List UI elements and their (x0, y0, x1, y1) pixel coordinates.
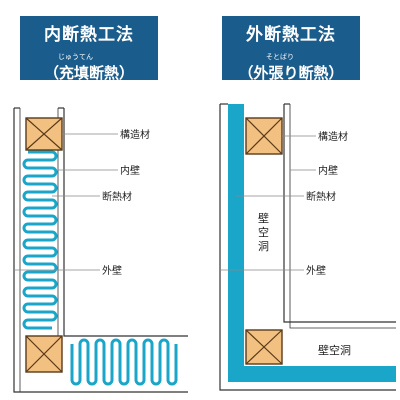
right-outer-wall-line (219, 104, 396, 391)
right-title: 外断熱工法 (246, 25, 336, 45)
left-label-inner-wall: 内壁 (120, 164, 140, 177)
right-title-box: 外断熱工法 そとばり （外張り断熱） (222, 16, 360, 82)
right-leaders (220, 135, 316, 271)
left-label-outer-wall: 外壁 (102, 264, 122, 277)
left-insulation-vertical (22, 150, 58, 330)
left-title: 内断熱工法 (44, 25, 134, 45)
right-label-insulation: 断熱材 (306, 190, 336, 203)
left-outer-wall-line (13, 108, 188, 393)
right-inner-wall-line (283, 104, 396, 323)
left-insulation-horizontal (70, 338, 178, 386)
left-timber-top (25, 117, 63, 151)
right-diagram: 構造材 内壁 断熱材 外壁 壁 空 洞 壁空洞 (219, 103, 396, 391)
left-title-ruby: じゅうてん (58, 53, 93, 61)
right-label-cavity-vertical: 壁 空 洞 (258, 211, 273, 253)
right-label-cavity-horizontal: 壁空洞 (318, 343, 351, 357)
right-label-inner-wall: 内壁 (318, 164, 338, 177)
right-timber-bottom (245, 329, 283, 365)
left-inner-wall-line (63, 108, 188, 337)
right-label-outer-wall: 外壁 (306, 264, 326, 277)
right-title-ruby: そとばり (266, 53, 294, 61)
left-leaders (14, 133, 118, 271)
cavity-vertical-char-2: 空 (258, 225, 269, 239)
left-diagram: 構造材 内壁 断熱材 外壁 (13, 107, 188, 393)
left-subtitle: （充填断熱） (43, 64, 134, 82)
left-timber-bottom (25, 335, 63, 373)
left-label-structure: 構造材 (120, 128, 150, 141)
right-label-structure: 構造材 (318, 130, 348, 143)
right-subtitle: （外張り断熱） (238, 64, 344, 82)
left-title-box: 内断熱工法 じゅうてん （充填断熱） (20, 16, 158, 82)
cavity-vertical-char-1: 壁 (258, 211, 269, 225)
left-label-insulation: 断熱材 (102, 190, 132, 203)
right-timber-top (245, 117, 283, 155)
cavity-vertical-char-3: 洞 (258, 240, 269, 253)
